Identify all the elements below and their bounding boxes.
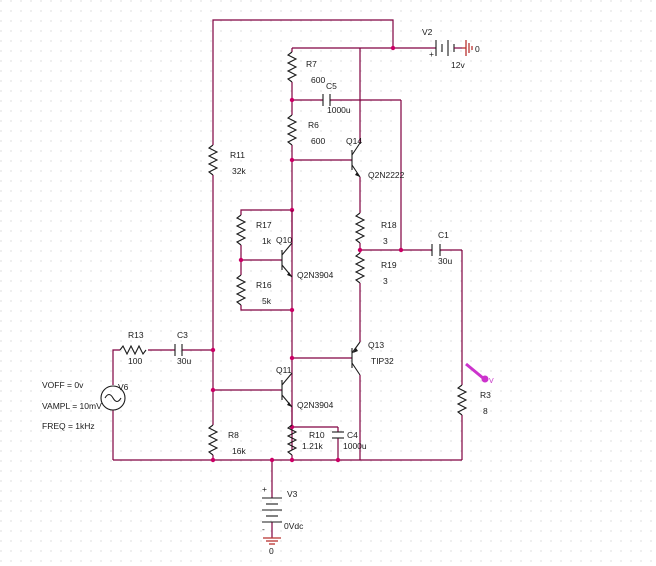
transistor-q13-ref: Q13 <box>368 340 384 350</box>
capacitor-c3[interactable]: C3 30u <box>174 330 191 366</box>
dc-source-v3-minus: - <box>262 524 265 534</box>
resistor-r18-value: 3 <box>383 236 388 246</box>
transistor-q10[interactable]: Q10 Q2N3904 <box>276 210 334 280</box>
dc-source-v3-value: 0Vdc <box>284 521 304 531</box>
capacitor-c4[interactable]: C4 1000u <box>332 430 367 451</box>
resistor-r19[interactable]: R19 3 <box>354 252 397 286</box>
capacitor-c5-ref: C5 <box>326 81 337 91</box>
resistor-r13-ref: R13 <box>128 330 144 340</box>
battery-v2-ref: V2 <box>422 27 433 37</box>
ac-source-v6-vampl: VAMPL = 10mV <box>42 401 102 411</box>
transistor-q13-model: TIP32 <box>371 356 394 366</box>
resistor-r6-value: 600 <box>311 136 325 146</box>
capacitor-c1[interactable]: C1 30u <box>431 230 452 266</box>
battery-v2[interactable]: + V2 12v <box>422 27 465 70</box>
resistor-r11-ref: R11 <box>230 150 245 160</box>
resistor-r19-value: 3 <box>383 276 388 286</box>
voltage-probe-label: V <box>489 378 494 385</box>
resistor-r11[interactable]: R11 32k <box>207 125 246 176</box>
transistor-q11[interactable]: Q11 Q2N3904 <box>276 365 334 410</box>
transistor-q10-ref: Q10 <box>276 235 292 245</box>
ac-source-v6-ref: V6 <box>118 382 129 392</box>
battery-v2-plus: + <box>429 49 434 59</box>
resistor-r7-value: 600 <box>311 75 325 85</box>
dc-source-v3[interactable]: + - V3 0Vdc <box>262 484 304 534</box>
resistor-r8-value: 16k <box>232 446 246 456</box>
transistor-q11-model: Q2N3904 <box>297 400 334 410</box>
capacitor-c1-ref: C1 <box>438 230 449 240</box>
transistor-q13[interactable]: Q13 TIP32 <box>351 340 394 376</box>
resistor-r3-ref: R3 <box>480 390 491 400</box>
capacitor-c5[interactable]: C5 1000u <box>322 81 351 115</box>
resistor-r16[interactable]: R16 5k <box>235 274 272 306</box>
resistor-r17-value: 1k <box>262 236 272 246</box>
resistor-r18[interactable]: R18 3 <box>354 212 397 246</box>
resistor-r13-value: 100 <box>128 356 142 366</box>
transistor-q10-model: Q2N3904 <box>297 270 334 280</box>
resistor-r16-value: 5k <box>262 296 272 306</box>
resistor-r10-value: 1.21k <box>302 441 324 451</box>
ac-source-v6-freq: FREQ = 1kHz <box>42 421 95 431</box>
resistor-r10[interactable]: R10 1.21k <box>286 424 325 456</box>
dc-source-v3-plus: + <box>262 484 267 494</box>
capacitor-c3-ref: C3 <box>177 330 188 340</box>
resistor-r19-ref: R19 <box>381 260 397 270</box>
resistor-r18-ref: R18 <box>381 220 397 230</box>
resistor-r6[interactable]: R6 600 <box>286 114 325 146</box>
resistor-r10-ref: R10 <box>309 430 325 440</box>
transistor-q14-ref: Q14 <box>346 136 362 146</box>
resistor-r7[interactable]: R7 600 <box>286 51 325 85</box>
resistor-r17[interactable]: R17 1k <box>235 214 272 246</box>
resistor-r8[interactable]: R8 16k <box>207 424 246 456</box>
resistor-r7-ref: R7 <box>306 59 317 69</box>
capacitor-c1-value: 30u <box>438 256 452 266</box>
resistor-r3[interactable]: R3 8 <box>456 384 491 416</box>
resistor-r11-value: 32k <box>232 166 246 176</box>
transistor-q11-ref: Q11 <box>276 365 292 375</box>
voltage-probe[interactable]: V <box>465 362 494 385</box>
ground-bottom-label: 0 <box>269 546 274 556</box>
junction-dots <box>210 45 404 463</box>
wires <box>112 19 463 538</box>
ac-source-v6-voff: VOFF = 0v <box>42 380 84 390</box>
capacitor-c5-value: 1000u <box>327 105 351 115</box>
ac-source-v6[interactable]: V6 VOFF = 0v VAMPL = 10mV FREQ = 1kHz <box>42 380 129 431</box>
resistor-r3-value: 8 <box>483 406 488 416</box>
capacitor-c4-value: 1000u <box>343 441 367 451</box>
resistor-r8-ref: R8 <box>228 430 239 440</box>
resistor-r13[interactable]: R13 100 <box>119 330 147 366</box>
capacitor-c4-ref: C4 <box>347 430 358 440</box>
resistor-r6-ref: R6 <box>308 120 319 130</box>
ground-bottom: 0 <box>263 537 281 556</box>
battery-v2-value: 12v <box>451 60 465 70</box>
ground-top: 0 <box>462 40 480 56</box>
capacitor-c3-value: 30u <box>177 356 191 366</box>
resistor-r17-ref: R17 <box>256 220 272 230</box>
transistor-q14[interactable]: Q14 Q2N2222 <box>346 136 405 180</box>
dc-source-v3-ref: V3 <box>287 489 298 499</box>
resistor-r16-ref: R16 <box>256 280 272 290</box>
transistor-q14-model: Q2N2222 <box>368 170 405 180</box>
ground-top-label: 0 <box>475 44 480 54</box>
